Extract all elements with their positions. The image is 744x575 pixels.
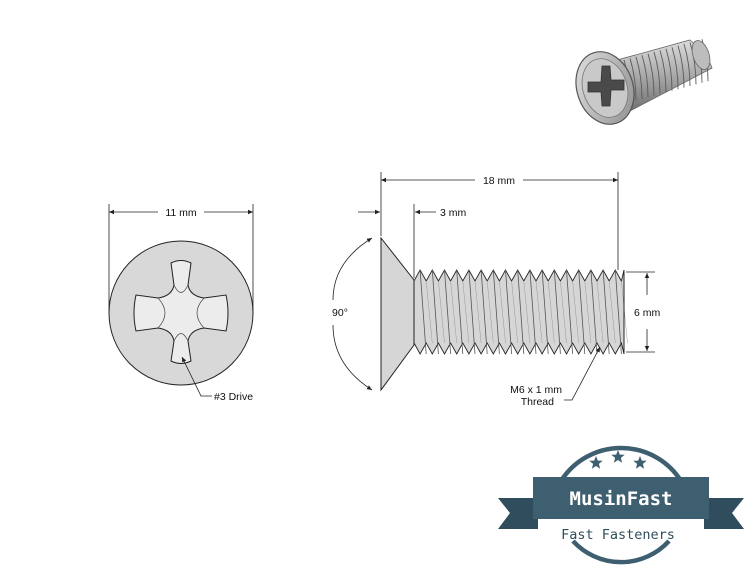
thread-bottom-edge	[413, 341, 625, 355]
iso-thread-line	[635, 56, 643, 99]
dim-countersink-angle: 90°	[332, 237, 373, 391]
thread-crest-line	[566, 269, 573, 355]
drive-label: #3 Drive	[214, 391, 253, 403]
dim-head-diameter: 11 mm	[108, 204, 254, 313]
thread-crest-line	[419, 269, 427, 355]
logo-top-arc	[559, 445, 683, 483]
iso-thread-line	[641, 55, 649, 98]
thread-root-line	[486, 280, 494, 344]
overall-length-label: 18 mm	[483, 175, 515, 187]
dim-thread-diameter: 6 mm	[626, 271, 661, 353]
thread-root-line	[547, 280, 555, 344]
drive-callout: #3 Drive	[181, 356, 253, 403]
thread-crest-line	[517, 269, 525, 355]
thread-crest-line	[590, 269, 598, 355]
thread-crest-line	[468, 269, 476, 355]
thread-crest-line	[614, 269, 622, 355]
thread-root-line	[450, 280, 457, 344]
logo-ribbon-left-tail	[498, 498, 538, 529]
countersink-angle-label: 90°	[332, 307, 348, 319]
musinfast-logo: MusinFast Fast Fasteners	[498, 445, 744, 565]
iso-thread-line	[689, 42, 697, 85]
iso-thread-line	[671, 47, 679, 90]
thread-crest-line	[529, 269, 537, 355]
thread-root-line	[523, 280, 531, 344]
thread-root-line	[608, 280, 616, 344]
thread-crest-line	[578, 269, 586, 355]
iso-tip	[691, 40, 711, 70]
iso-thread-line	[629, 58, 637, 101]
iso-thread-line	[659, 50, 667, 93]
thread-root-line	[596, 280, 604, 344]
iso-threads	[609, 39, 713, 113]
thread-diameter-label: 6 mm	[634, 307, 661, 319]
thread-callout-line1: M6 x 1 mm	[510, 384, 562, 396]
thread-crest-line	[505, 269, 512, 355]
iso-thread-line	[647, 53, 655, 96]
thread-callout-line2: Thread	[521, 396, 554, 408]
thread-crest-line	[480, 269, 488, 355]
iso-thread-line	[665, 48, 673, 91]
phillips-recess	[133, 260, 229, 364]
iso-thread-line	[683, 43, 691, 87]
logo-bottom-arc	[571, 539, 671, 565]
logo-name: MusinFast	[570, 488, 673, 510]
logo-ribbon-right-tail	[704, 498, 744, 529]
thread-crest-line	[456, 269, 464, 355]
head-height-label: 3 mm	[440, 207, 467, 219]
thread-root-line	[499, 280, 506, 344]
thread-root-line	[584, 280, 592, 344]
thread-crest-line	[431, 269, 439, 355]
thread-crest-line	[553, 269, 561, 355]
thread-root-line	[462, 280, 470, 344]
isometric-view	[575, 39, 713, 125]
logo-tagline: Fast Fasteners	[561, 527, 675, 543]
dim-overall-length: 18 mm	[380, 172, 619, 270]
thread-root-line	[535, 280, 543, 344]
thread-root-line	[511, 280, 518, 344]
logo-star-icon	[611, 450, 625, 463]
countersunk-head	[380, 236, 415, 392]
head-top-view	[108, 240, 254, 386]
logo-ribbon	[533, 477, 709, 519]
thread-root-line	[438, 280, 445, 344]
thread-crest-line	[492, 269, 500, 355]
thread-root-line	[425, 280, 433, 344]
thread-root-line	[474, 280, 482, 344]
thread-callout: M6 x 1 mm Thread	[510, 346, 601, 408]
iso-thread-line	[653, 51, 661, 95]
side-view	[380, 236, 628, 392]
thread-root-line	[572, 280, 579, 344]
thread-crest-line	[602, 269, 610, 355]
dim-head-height: 3 mm	[358, 204, 467, 278]
thread-crest-line	[444, 269, 451, 355]
thread-crest-line	[541, 269, 549, 355]
head-diameter-label: 11 mm	[165, 207, 197, 219]
logo-star-icon	[633, 456, 647, 469]
logo-stars	[589, 450, 647, 469]
thread-root-line	[560, 280, 567, 344]
logo-star-icon	[589, 456, 603, 469]
thread-profile	[413, 269, 628, 355]
iso-thread-line	[677, 45, 685, 88]
